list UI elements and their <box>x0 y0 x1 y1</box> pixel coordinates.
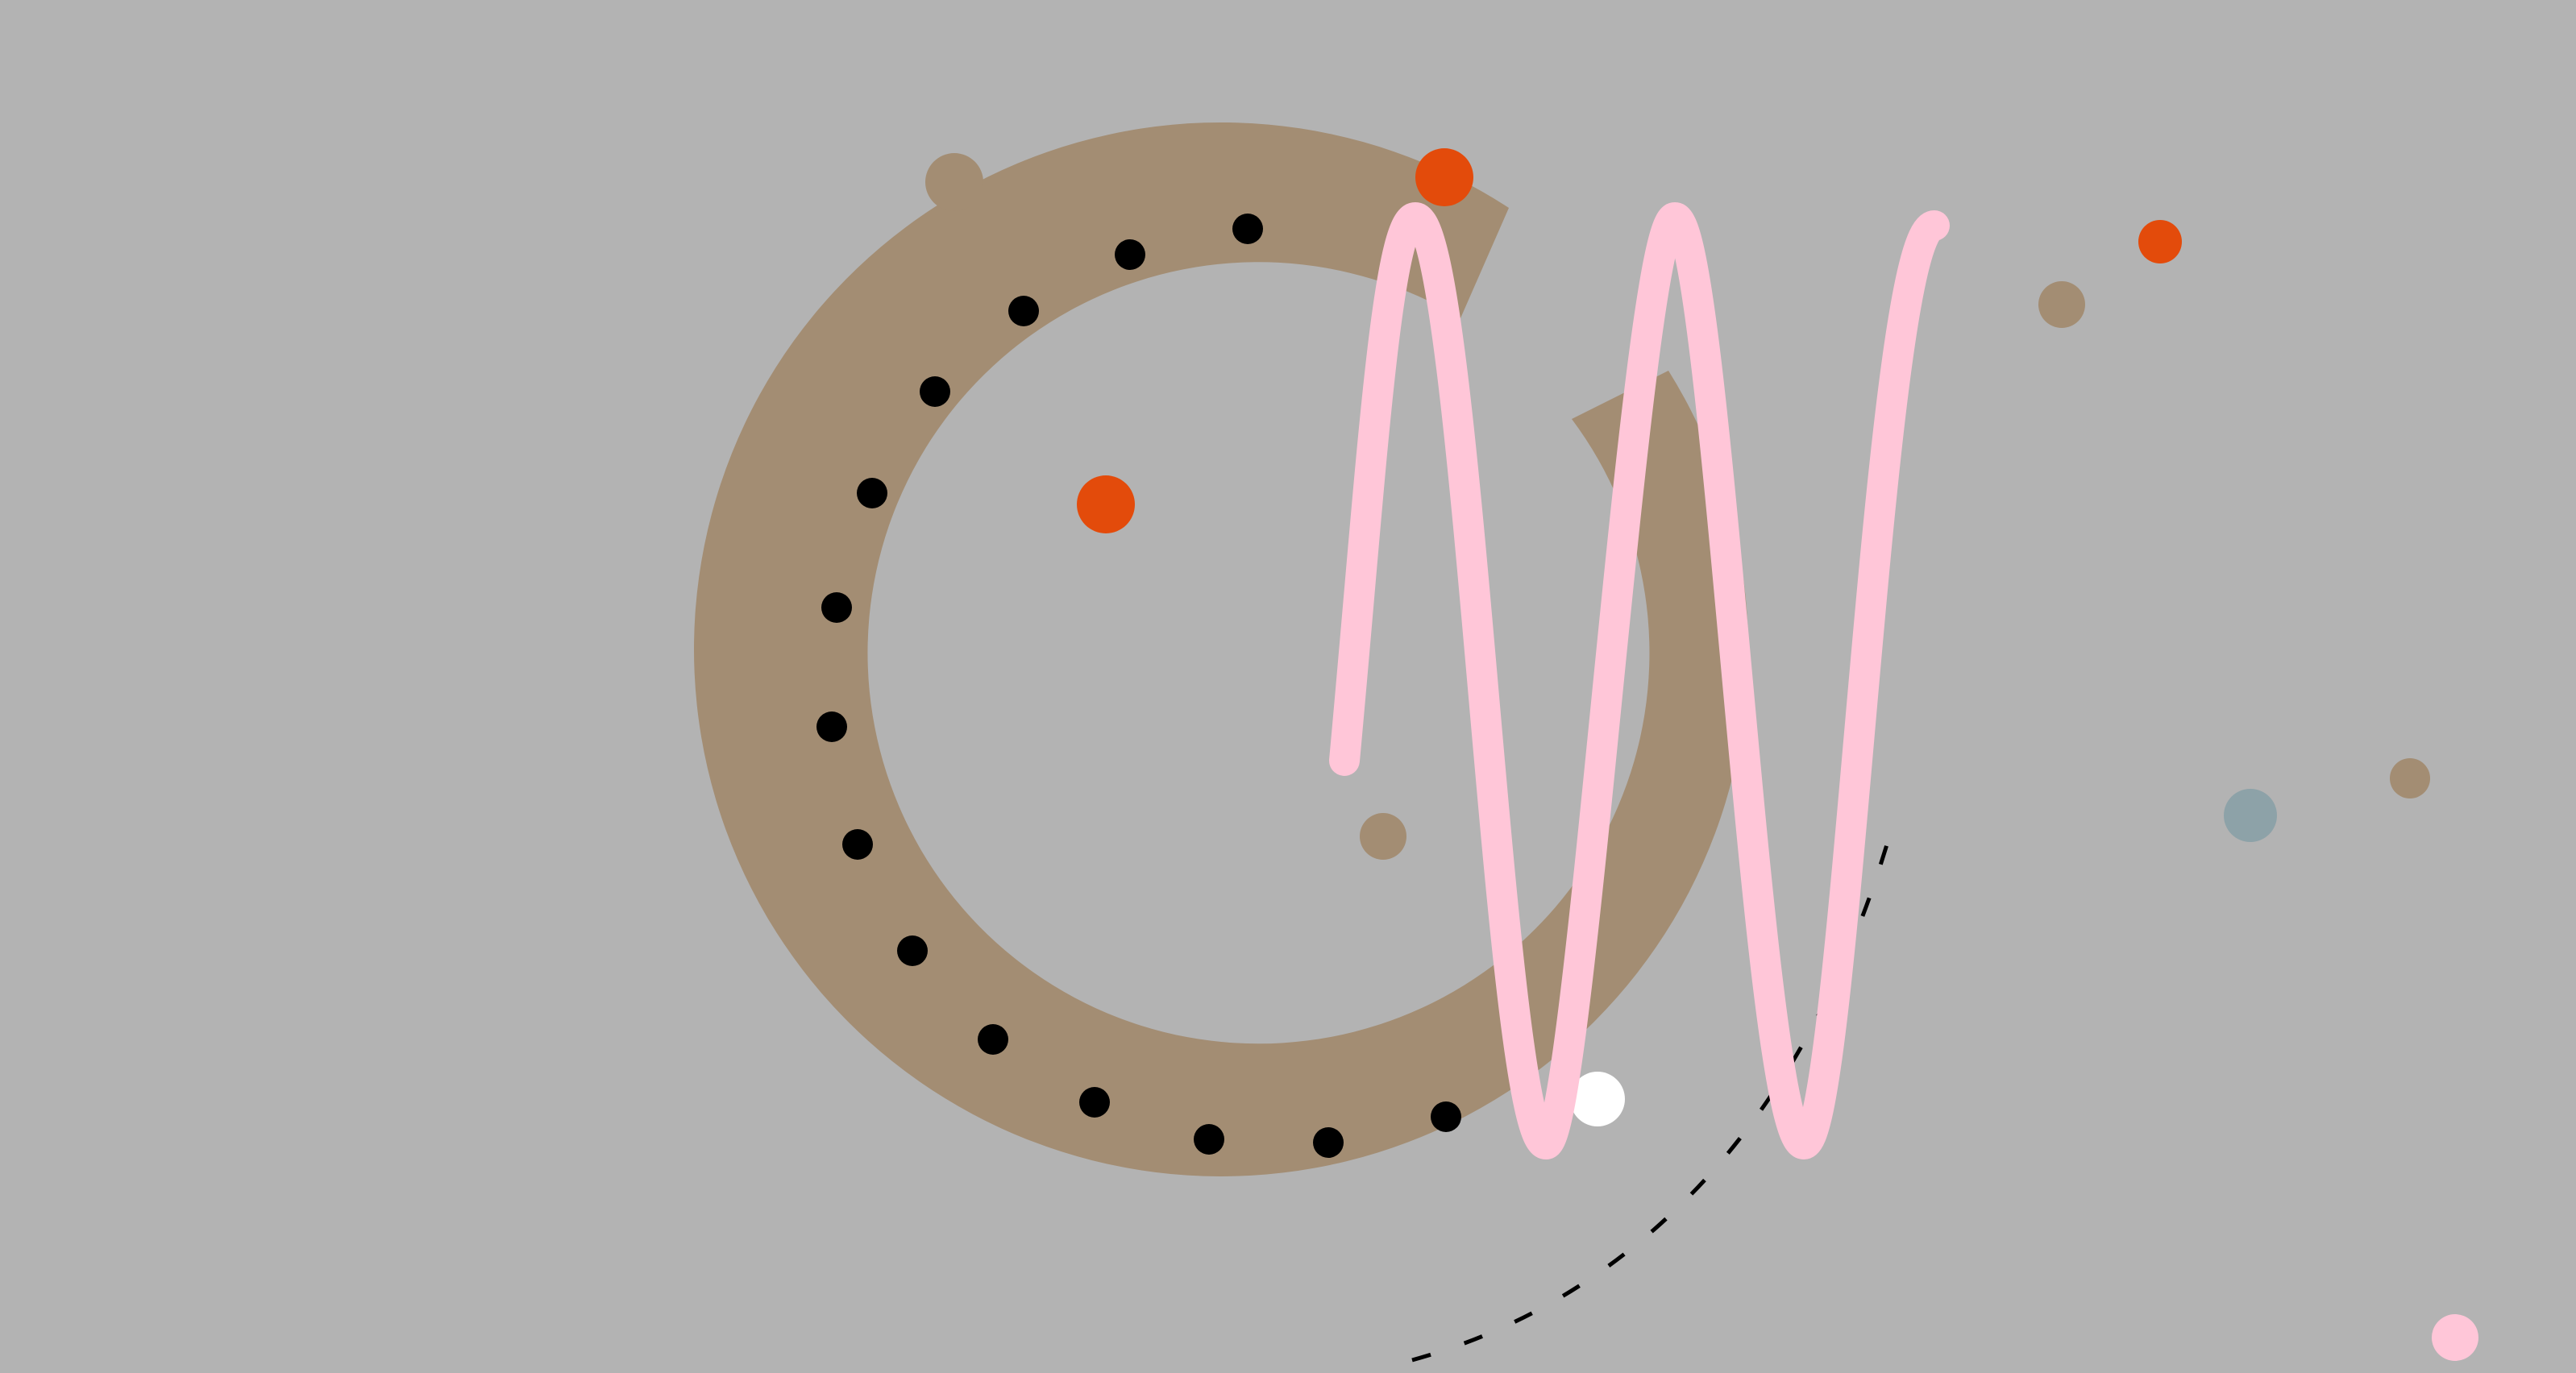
tan-dot <box>2390 758 2430 798</box>
ring-shape <box>694 122 1749 1176</box>
black-dot <box>1079 1087 1110 1118</box>
black-dot <box>857 478 887 508</box>
black-dot <box>842 829 873 860</box>
tan-dot <box>1360 813 1406 860</box>
black-dot <box>920 376 950 407</box>
black-dot-arc <box>816 214 1461 1158</box>
white-dot <box>1570 1072 1625 1126</box>
orange-dot <box>1415 148 1473 206</box>
black-dot <box>1431 1101 1461 1132</box>
black-dot <box>1115 239 1145 270</box>
black-dot <box>978 1024 1008 1055</box>
pink-wave <box>1329 202 1950 1159</box>
dashed-arc <box>1411 813 1898 1363</box>
teal-dot <box>2224 789 2277 842</box>
black-dot <box>1194 1124 1224 1155</box>
black-dot <box>897 935 928 966</box>
black-dot <box>821 592 852 623</box>
black-dot <box>1313 1127 1344 1158</box>
pink-dot <box>2432 1314 2478 1361</box>
orange-dot <box>1077 475 1135 533</box>
tan-dot <box>925 153 983 211</box>
tan-dot <box>2038 281 2085 328</box>
black-dot <box>1232 214 1263 244</box>
orange-dot <box>2138 220 2182 263</box>
black-dot <box>1008 296 1039 326</box>
black-dot <box>816 711 847 742</box>
